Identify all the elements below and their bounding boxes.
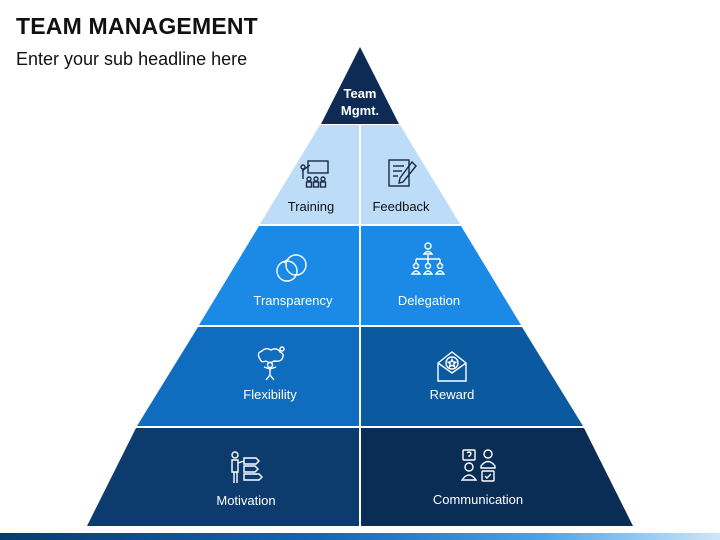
tier-3-right-label: Reward: [429, 387, 475, 402]
apex-label-line-2: Mgmt.: [340, 103, 380, 118]
apex-label: Team Mgmt.: [315, 85, 405, 119]
tier-4-left: [87, 428, 360, 526]
apex-label-line-1: Team: [343, 86, 377, 101]
motivation-icon: [231, 451, 263, 483]
tier-1-right-label: Feedback: [372, 199, 430, 214]
page-title: TEAM MANAGEMENT: [16, 13, 258, 39]
tier-4-right-label: Communication: [432, 492, 524, 507]
tier-2-left: [199, 226, 360, 325]
tier-1-right: [360, 125, 460, 224]
tier-4-left-label: Motivation: [216, 493, 276, 508]
tier-1-left-label: Training: [287, 199, 335, 214]
tier-3-left: [137, 327, 360, 426]
tier-1-left: [260, 125, 360, 224]
training-icon: [300, 160, 329, 188]
tier-2-right-label: Delegation: [397, 293, 461, 308]
transparency-icon: [276, 254, 307, 282]
communication-icon: [461, 449, 496, 482]
tier-3-left-label: Flexibility: [243, 387, 297, 402]
feedback-icon: [388, 159, 417, 187]
tier-2-right: [360, 226, 521, 325]
tier-4-right: [360, 428, 633, 526]
reward-icon: [437, 351, 467, 382]
page-subtitle: Enter your sub headline here: [16, 49, 248, 69]
tier-3-right: [360, 327, 583, 426]
flexibility-icon: [257, 346, 285, 381]
pyramid-apex: [321, 47, 399, 124]
tier-2-left-label: Transparency: [253, 293, 333, 308]
delegation-icon: [410, 242, 446, 275]
footer-accent-bar: [0, 533, 720, 540]
